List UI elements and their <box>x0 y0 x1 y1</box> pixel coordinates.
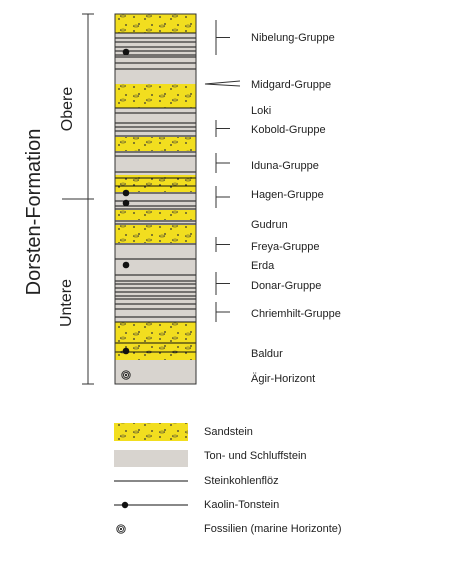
kaolin-tonstein-3 <box>122 199 130 207</box>
kaolin-tonstein-4 <box>122 261 130 269</box>
unit-label-aegir: Ägir-Horizont <box>251 373 316 385</box>
unit-label-loki: Loki <box>251 105 272 117</box>
kaolin-tonstein-5 <box>122 347 130 355</box>
sandstone-bed-3 <box>115 137 196 151</box>
kaolin-tonstein-2 <box>122 189 130 197</box>
unit-label-gudrun: Gudrun <box>251 219 288 231</box>
unit-label-baldur: Baldur <box>251 348 283 360</box>
legend-fossils-label: Fossilien (marine Horizonte) <box>204 523 342 535</box>
unit-label-nibelung: Nibelung-Gruppe <box>251 32 335 44</box>
legend-kaolin-label: Kaolin-Tonstein <box>204 499 280 511</box>
column-outline <box>114 13 197 385</box>
unit-label-freya: Freya-Gruppe <box>251 241 320 253</box>
sandstone-bed-7 <box>115 322 196 360</box>
unit-label-chriemhilt: Chriemhilt-Gruppe <box>251 308 341 320</box>
legend-sandstone-swatch <box>114 423 188 441</box>
legend-sandstone-label: Sandstein <box>204 426 253 438</box>
legend-coal-seam-label: Steinkohlenflöz <box>204 475 279 487</box>
sandstone-bed-5 <box>115 210 196 220</box>
legend-kaolin-dot <box>121 501 129 509</box>
legend-claystone-label: Ton- und Schluffstein <box>204 450 307 462</box>
unit-label-iduna: Iduna-Gruppe <box>251 160 319 172</box>
unit-label-hagen: Hagen-Gruppe <box>251 189 324 201</box>
legend-claystone-swatch <box>114 450 188 467</box>
legend-fossil-icon <box>116 524 126 534</box>
unit-label-midgard: Midgard-Gruppe <box>251 79 332 91</box>
unit-label-donar: Donar-Gruppe <box>251 280 322 292</box>
sandstone-bed-4 <box>115 175 196 192</box>
kaolin-tonstein-1 <box>122 48 130 56</box>
unit-wedge-marker <box>204 80 241 87</box>
fossil-marker <box>121 370 131 380</box>
unit-label-erda: Erda <box>251 260 275 272</box>
sandstone-bed-1 <box>115 14 196 33</box>
sandstone-bed-6 <box>115 225 196 243</box>
unit-label-kobold: Kobold-Gruppe <box>251 124 326 136</box>
sandstone-bed-2 <box>115 84 196 108</box>
